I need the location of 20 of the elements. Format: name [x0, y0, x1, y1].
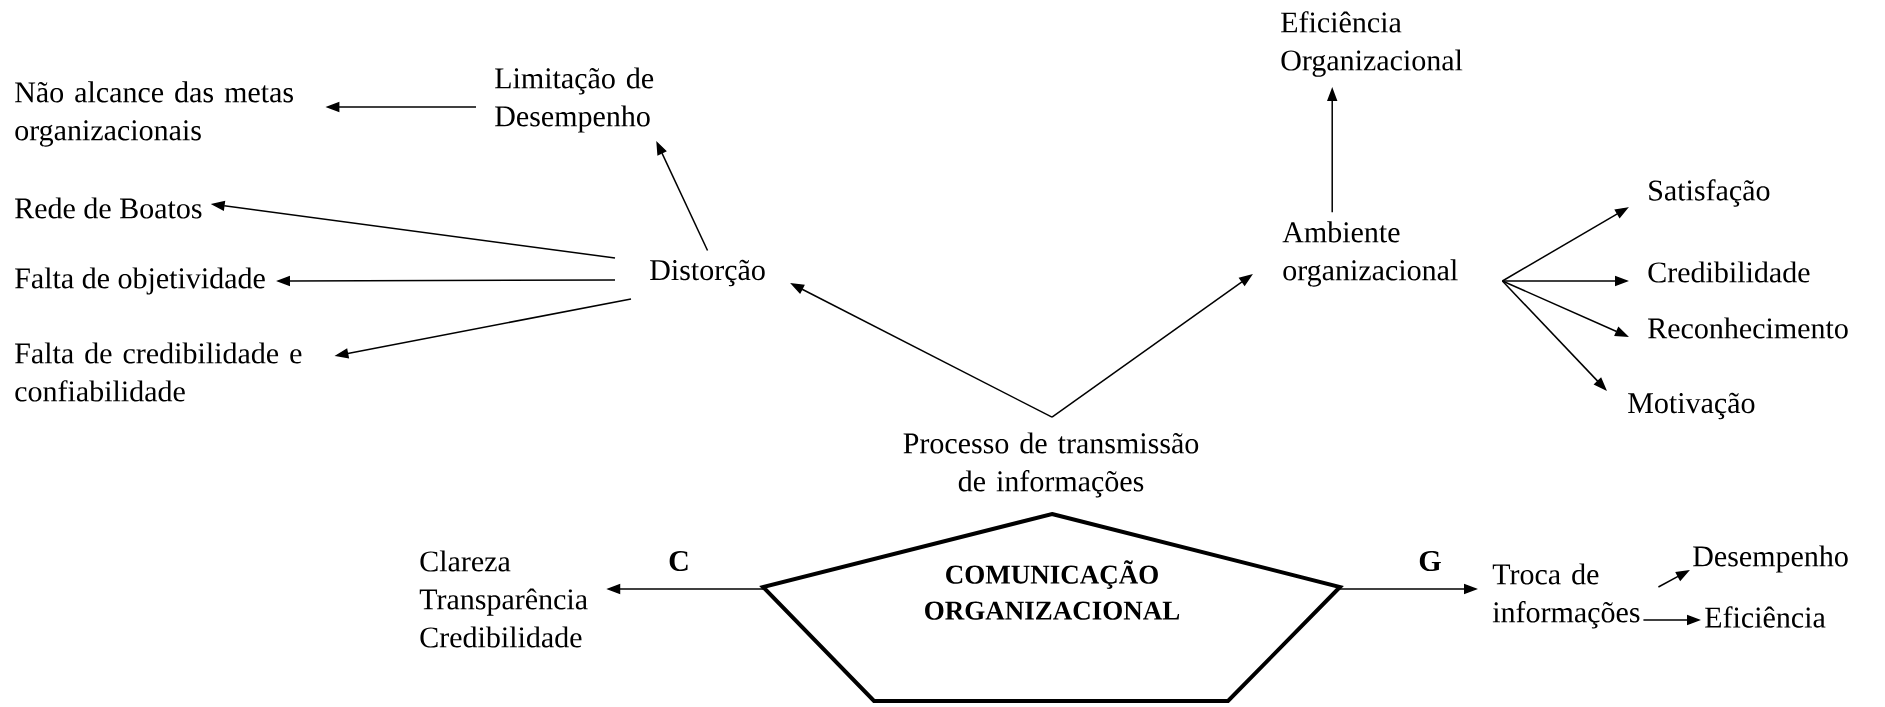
- text-label: Rede de Boatos: [15, 197, 202, 219]
- text-label: Reconhecimento: [1648, 317, 1848, 339]
- edge-label: C: [667, 549, 691, 573]
- text-label: Eficiência Organizacional: [1281, 11, 1463, 77]
- text-label: Eficiência: [1705, 606, 1826, 628]
- text-label: Ambiente organizacional: [1282, 221, 1458, 287]
- text-label: Limitação de Desempenho: [495, 67, 654, 133]
- text-label: Não alcance das metas organizacionais: [15, 81, 293, 147]
- edge-label: G: [1417, 549, 1443, 573]
- text-label: Troca de informações: [1492, 563, 1640, 629]
- text-label: Credibilidade: [1648, 261, 1810, 283]
- text-label: Falta de objetividade: [15, 267, 265, 295]
- text-label: Satisfação: [1649, 179, 1770, 207]
- text-label: Desempenho: [1693, 545, 1848, 573]
- text-label: Processo de transmissão de informações: [903, 432, 1199, 498]
- arrow: [1501, 280, 1607, 391]
- text-label: Motivação: [1628, 392, 1755, 420]
- text-label: Falta de credibilidade e confiabilidade: [15, 342, 302, 402]
- text-label: Clareza Transparência Credibilidade: [419, 550, 588, 648]
- text-label: Distorção: [650, 259, 765, 287]
